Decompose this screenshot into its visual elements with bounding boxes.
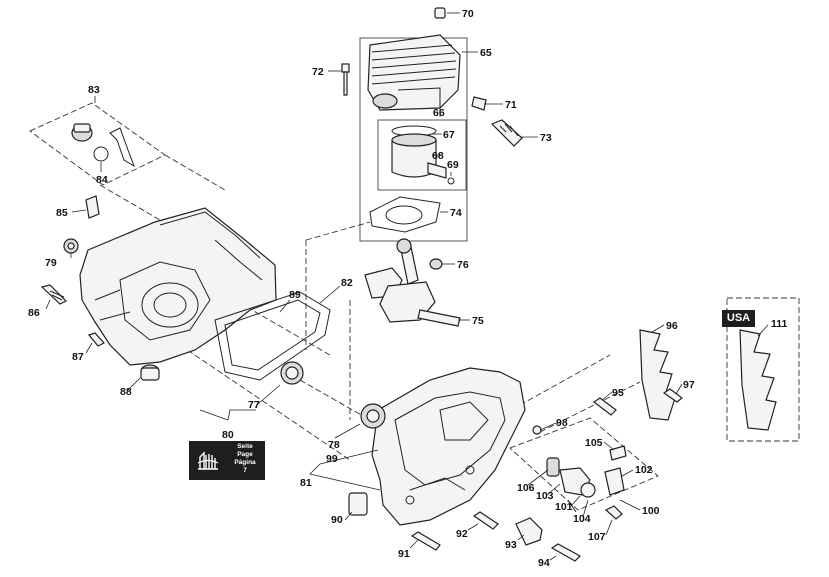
callout-104: 104 <box>573 513 591 525</box>
callout-93: 93 <box>505 539 517 551</box>
part-gasket-89 <box>214 291 331 381</box>
part-sleeve-90 <box>348 492 368 516</box>
callout-65: 65 <box>480 47 492 59</box>
callout-86: 86 <box>28 307 40 319</box>
page-reference-badge: Seite Page Página 7 <box>189 441 265 480</box>
callout-94: 94 <box>538 557 550 569</box>
part-spark-plug-73 <box>490 119 523 147</box>
callout-67: 67 <box>443 129 455 141</box>
callout-102: 102 <box>635 464 653 476</box>
filter-housing-icon <box>197 451 219 470</box>
callout-83: 83 <box>88 84 100 96</box>
callout-73: 73 <box>540 132 552 144</box>
part-gasket-74 <box>369 196 441 233</box>
callout-66: 66 <box>433 107 445 119</box>
callout-79: 79 <box>45 257 57 269</box>
part-valve-71 <box>471 96 487 111</box>
page-ref-line4: 7 <box>243 467 247 474</box>
callout-105: 105 <box>585 437 603 449</box>
callout-98: 98 <box>556 417 568 429</box>
callout-90: 90 <box>331 514 343 526</box>
part-oil-cap <box>71 123 135 168</box>
callout-81: 81 <box>300 477 312 489</box>
callout-91: 91 <box>398 548 410 560</box>
callout-77: 77 <box>248 399 260 411</box>
callout-75: 75 <box>472 315 484 327</box>
group-outlines <box>29 37 800 511</box>
callout-99: 99 <box>326 453 338 465</box>
leader-lines <box>45 12 769 561</box>
callout-76: 76 <box>457 259 469 271</box>
callout-101: 101 <box>555 501 573 513</box>
part-cylinder <box>367 34 461 111</box>
page-ref-line3: Página <box>234 459 256 466</box>
callout-87: 87 <box>72 351 84 363</box>
part-crankcase-right <box>371 367 526 526</box>
callout-100: 100 <box>642 505 660 517</box>
part-spike-bumper <box>532 329 683 435</box>
part-seal-77 <box>280 361 304 385</box>
callout-labels: 70 65 72 71 66 73 67 68 69 74 76 75 83 8… <box>28 8 788 569</box>
part-screw-72 <box>341 63 350 96</box>
part-oil-pump <box>546 445 627 520</box>
part-screws-lower <box>410 397 617 562</box>
usa-tag: USA <box>722 310 755 327</box>
callout-82: 82 <box>341 277 353 289</box>
callout-103: 103 <box>536 490 554 502</box>
callout-95: 95 <box>612 387 624 399</box>
part-decomp-70 <box>434 7 446 19</box>
callout-106: 106 <box>517 482 535 494</box>
callout-70: 70 <box>462 8 474 20</box>
callout-69: 69 <box>447 159 459 171</box>
part-crankshaft <box>364 238 461 327</box>
callout-107: 107 <box>588 531 606 543</box>
callout-96: 96 <box>666 320 678 332</box>
callout-80: 80 <box>222 429 234 441</box>
callout-92: 92 <box>456 528 468 540</box>
callout-72: 72 <box>312 66 324 78</box>
part-piston <box>391 125 455 185</box>
callout-111: 111 <box>771 318 788 330</box>
callout-74: 74 <box>450 207 462 219</box>
callout-88: 88 <box>120 386 132 398</box>
part-seal-78 <box>360 403 386 429</box>
callout-85: 85 <box>56 207 68 219</box>
page-ref-line2: Page <box>237 451 253 458</box>
callout-84: 84 <box>96 174 108 186</box>
page-ref-line1: Seite <box>237 443 253 450</box>
callout-71: 71 <box>505 99 517 111</box>
part-spike-bumper-usa <box>739 329 777 431</box>
callout-89: 89 <box>289 289 301 301</box>
part-clip-93 <box>515 517 543 546</box>
callout-97: 97 <box>683 379 695 391</box>
part-small-left <box>40 195 160 381</box>
part-crankcase-left <box>79 207 277 366</box>
callout-78: 78 <box>328 439 340 451</box>
callout-68: 68 <box>432 150 444 162</box>
